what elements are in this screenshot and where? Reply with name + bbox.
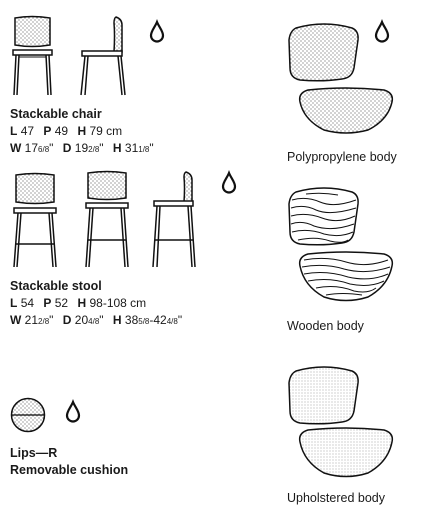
stool-side-view: [152, 171, 196, 268]
polypropylene-back-shell: [288, 23, 359, 82]
cushion-icon: [10, 397, 46, 433]
chair-front-view: [12, 15, 53, 96]
polypropylene-seat-shell: [298, 87, 394, 134]
chair-dimensions-metric: L 47 P 49 H 79 cm: [10, 124, 123, 138]
upholstered-body-caption: Upholstered body: [287, 491, 385, 505]
stool-low-front-view: [13, 172, 57, 268]
water-drop-icon: [65, 400, 81, 423]
wooden-body-caption: Wooden body: [287, 319, 364, 333]
wooden-seat-shell: [298, 251, 394, 302]
water-drop-icon: [149, 20, 165, 43]
wooden-back-shell: [288, 187, 359, 246]
chair-dimensions-imperial: W 176/8" D 192/8" H 311/8": [10, 141, 154, 155]
stool-title: Stackable stool: [10, 279, 102, 293]
upholstered-seat-shell: [298, 427, 394, 478]
chair-title: Stackable chair: [10, 107, 102, 121]
cushion-code: Lips—R: [10, 446, 58, 460]
polypropylene-body-caption: Polypropylene body: [287, 150, 397, 164]
stool-dimensions-metric: L 54 P 52 H 98-108 cm: [10, 296, 147, 310]
water-drop-icon: [374, 20, 390, 43]
stool-dimensions-imperial: W 212/8" D 204/8" H 385/8-424/8": [10, 313, 183, 327]
water-drop-icon: [221, 171, 237, 194]
upholstered-back-shell: [288, 366, 359, 425]
cushion-description: Removable cushion: [10, 463, 129, 477]
stool-high-front-view: [85, 170, 129, 268]
chair-side-view: [80, 16, 126, 96]
